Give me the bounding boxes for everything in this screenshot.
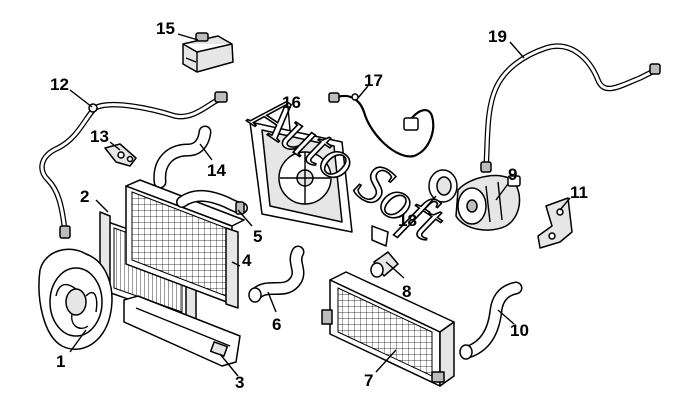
callout-9: 9	[508, 165, 517, 184]
callout-4: 4	[242, 251, 252, 270]
callout-2: 2	[80, 187, 89, 206]
condenser-part	[321, 271, 455, 387]
ac-pipe-part	[480, 43, 661, 173]
callout-18: 18	[398, 211, 417, 230]
cooling-fan-part	[38, 248, 113, 350]
bracket-part	[104, 143, 137, 167]
callout-1: 1	[56, 352, 65, 371]
leader-lines	[69, 33, 571, 377]
hose-fitting-part	[370, 225, 399, 278]
callout-5: 5	[253, 227, 262, 246]
lower-panel-part	[123, 295, 241, 367]
callout-13: 13	[90, 127, 109, 146]
radiator-core-part	[125, 179, 245, 309]
pulley-part	[428, 169, 458, 203]
expansion-tank-part	[182, 32, 234, 73]
heater-hose-part	[39, 91, 228, 239]
upper-hose-part	[153, 125, 212, 189]
fan-shroud-part	[249, 121, 353, 233]
callout-12: 12	[50, 75, 69, 94]
callout-15: 15	[156, 19, 175, 38]
ac-hose-part	[459, 281, 523, 360]
callout-16: 16	[282, 93, 301, 112]
callout-11: 11	[570, 183, 588, 202]
callout-labels: 1 2 3 4 5 6 7 8 9 10 11 12 13 14 15 16 1…	[50, 19, 588, 392]
callout-10: 10	[510, 321, 529, 340]
callout-17: 17	[364, 71, 383, 90]
sensor-lead-part	[328, 92, 435, 158]
lower-hose-part	[248, 245, 305, 303]
callout-8: 8	[402, 282, 411, 301]
mounting-bracket-part	[537, 197, 573, 249]
callout-3: 3	[235, 373, 244, 392]
callout-14: 14	[207, 161, 226, 180]
radiator-hose-part	[176, 190, 248, 215]
callout-19: 19	[488, 27, 507, 46]
callout-6: 6	[272, 315, 281, 334]
callout-7: 7	[364, 371, 373, 390]
